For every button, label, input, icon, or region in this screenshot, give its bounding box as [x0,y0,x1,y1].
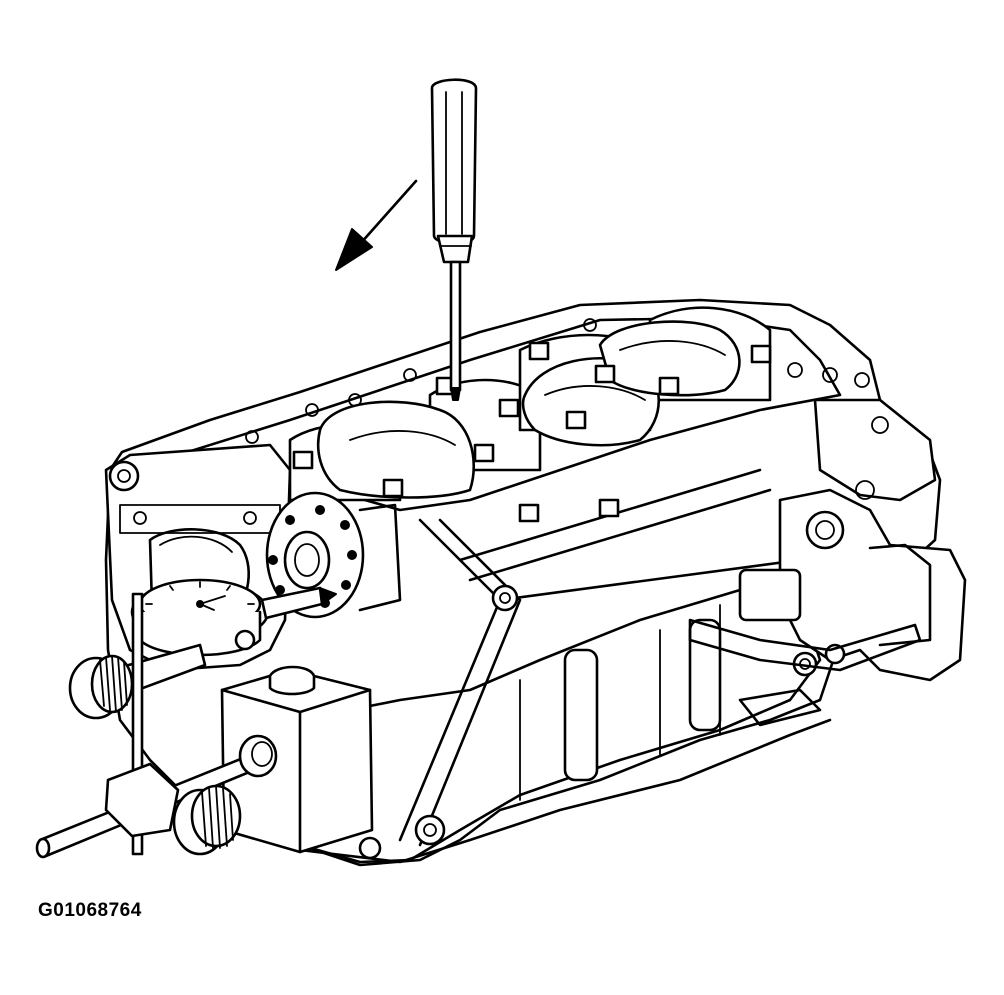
direction-arrow [335,179,418,271]
screwdriver [430,78,478,401]
block-side-flange [813,398,937,502]
figure-id-label: G01068764 [38,900,142,921]
block-skirt [253,588,822,864]
dial-indicator [68,578,337,856]
magnetic-base [35,665,374,859]
crankshaft [265,306,772,619]
